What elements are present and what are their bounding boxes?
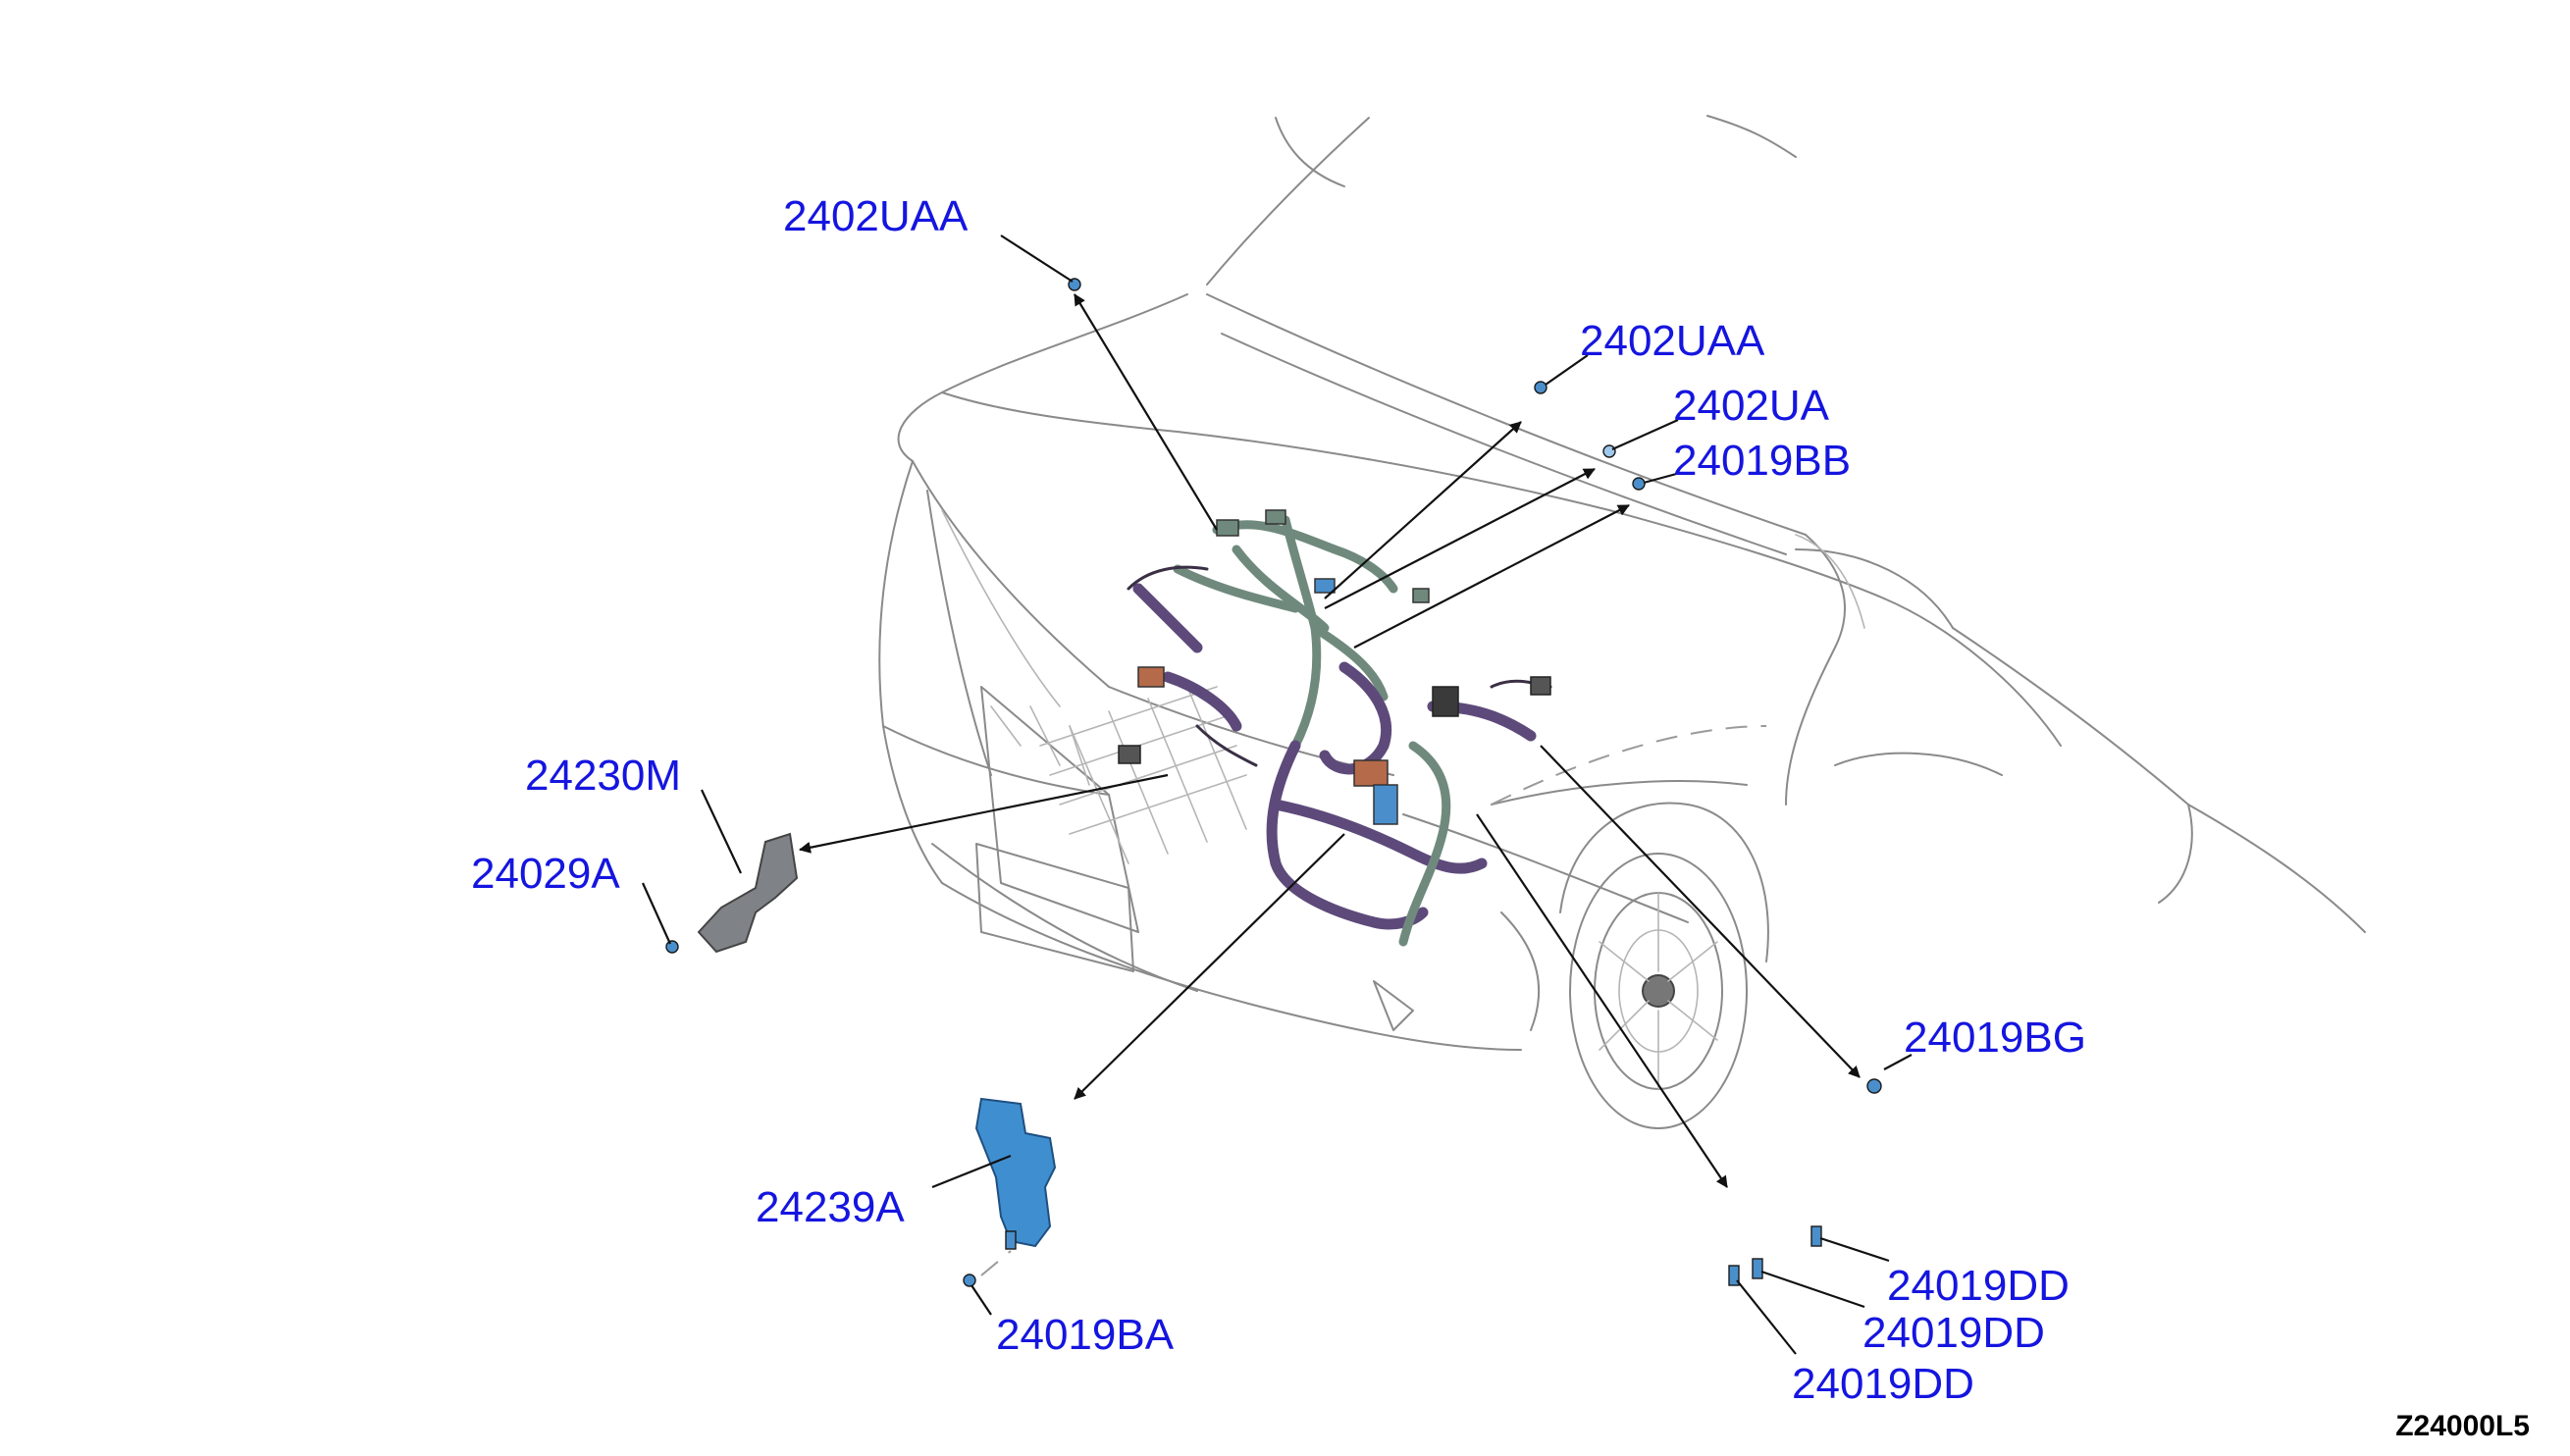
callout-24019ba[interactable]: 24019BA [996, 1311, 1175, 1359]
leader-lines [641, 234, 1913, 1355]
car-outline-icon [878, 115, 2366, 1129]
callout-24029a[interactable]: 24029A [471, 850, 620, 898]
callout-24019dd-3[interactable]: 24019DD [1792, 1360, 1974, 1408]
callout-24239a[interactable]: 24239A [756, 1183, 905, 1231]
diagram-code: Z24000L5 [2395, 1410, 2530, 1442]
callout-24019bg[interactable]: 24019BG [1904, 1014, 2086, 1062]
callout-24019dd-1[interactable]: 24019DD [1887, 1262, 2070, 1310]
callout-2402uaa-top-left[interactable]: 2402UAA [783, 192, 969, 240]
callout-2402ua[interactable]: 2402UA [1673, 382, 1830, 430]
bracket-icon [697, 832, 799, 954]
callout-24019bb[interactable]: 24019BB [1673, 437, 1851, 485]
callout-2402uaa-top-right[interactable]: 2402UAA [1580, 317, 1765, 365]
fastener-icon [665, 278, 1882, 1287]
callout-24019dd-2[interactable]: 24019DD [1862, 1309, 2045, 1357]
callout-24230m[interactable]: 24230M [525, 752, 681, 800]
wiring-harness-icon [1118, 509, 1552, 947]
bracket-icon [974, 1097, 1057, 1248]
